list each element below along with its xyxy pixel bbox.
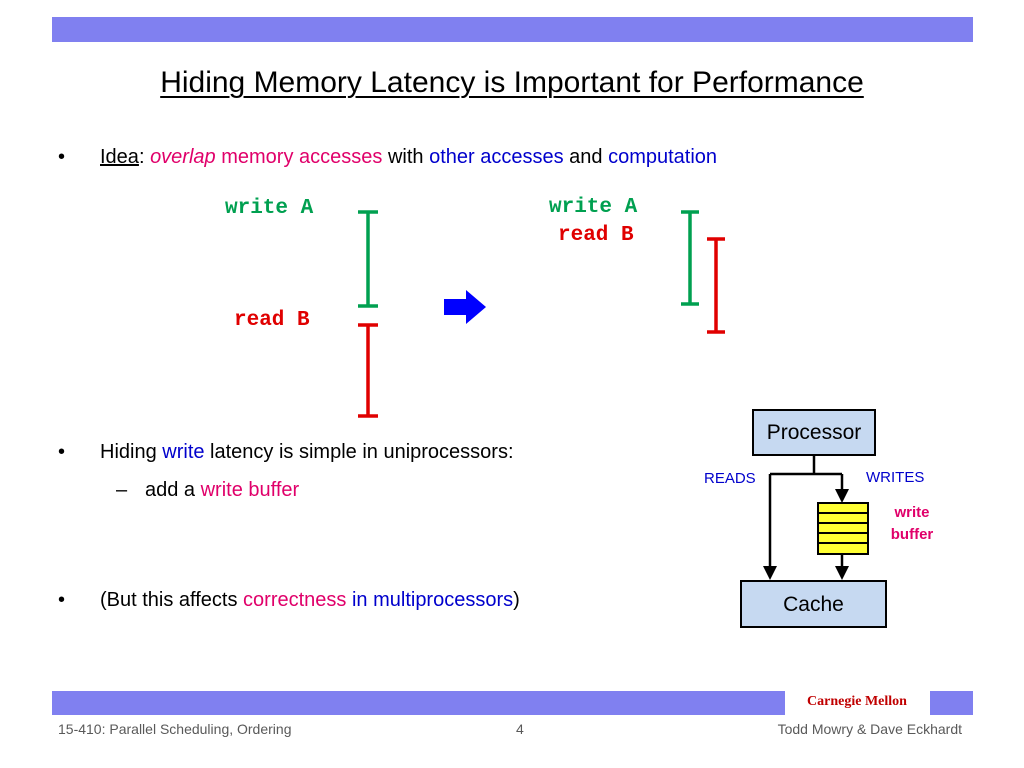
right-write-a-label: write A (549, 196, 638, 219)
idea-colon: : (138, 146, 151, 168)
right-read-bar (707, 237, 725, 334)
page-number: 4 (516, 721, 524, 737)
bullet-marker: • (58, 589, 66, 611)
write-buffer-label: write buffer (880, 502, 944, 546)
correctness-line: (But this affects correctness in multipr… (100, 589, 520, 612)
idea-label: Idea (100, 146, 139, 168)
reads-arrow-icon (763, 566, 777, 580)
bullet-idea: • (58, 146, 65, 169)
multiprocessors-text: in multiprocessors (346, 589, 514, 611)
with-text: with (382, 146, 430, 168)
hiding-line: Hiding write latency is simple in unipro… (100, 441, 514, 464)
left-read-b-label: read B (234, 309, 310, 332)
writes-label: WRITES (866, 469, 925, 486)
write-word: write (162, 441, 205, 463)
bottom-banner-left (52, 691, 785, 715)
computation-text: computation (608, 146, 718, 168)
correctness-word: correctness (243, 589, 347, 611)
write-buffer-line1: write (894, 504, 930, 521)
bullet-correctness: • (58, 589, 65, 612)
carnegie-mellon-logo: Carnegie Mellon (807, 694, 907, 709)
slide-title: Hiding Memory Latency is Important for P… (160, 66, 864, 99)
overlap-word: overlap (150, 146, 216, 168)
close-paren: ) (513, 589, 520, 611)
bullet-marker: • (58, 146, 66, 168)
writes-arrow-icon (835, 566, 849, 580)
latency-text: latency is simple in uniprocessors: (204, 441, 514, 463)
sub-dash: – (116, 479, 128, 501)
bottom-banner-right (930, 691, 973, 715)
left-write-a-label: write A (225, 197, 314, 220)
connector-lines (768, 456, 844, 568)
other-accesses-text: other accesses (429, 146, 564, 168)
top-banner (52, 17, 973, 42)
write-buffer-stack (817, 502, 869, 555)
right-arrow-icon (444, 290, 486, 324)
add-a-text: add a (145, 479, 201, 501)
idea-line: Idea: overlap memory accesses with other… (100, 146, 717, 169)
write-buffer-line2: buffer (890, 526, 934, 543)
sub-bullet-line: add a write buffer (145, 479, 299, 502)
left-read-bar (358, 323, 378, 418)
right-write-bar (681, 210, 699, 306)
write-buffer-text: write buffer (200, 479, 300, 501)
memory-accesses-text: memory accesses (215, 146, 383, 168)
cache-box: Cache (740, 580, 887, 628)
but-text: (But this affects (100, 589, 244, 611)
and-text: and (563, 146, 609, 168)
hiding-text: Hiding (100, 441, 163, 463)
reads-label: READS (704, 470, 756, 487)
left-write-bar (358, 210, 378, 308)
processor-box: Processor (752, 409, 876, 456)
buffer-in-arrow-icon (835, 489, 849, 503)
right-read-b-label: read B (558, 224, 634, 247)
footer-authors: Todd Mowry & Dave Eckhardt (777, 721, 962, 737)
bullet-marker: • (58, 441, 66, 463)
footer-course: 15-410: Parallel Scheduling, Ordering (58, 721, 292, 737)
bullet-hiding: • (58, 441, 65, 464)
